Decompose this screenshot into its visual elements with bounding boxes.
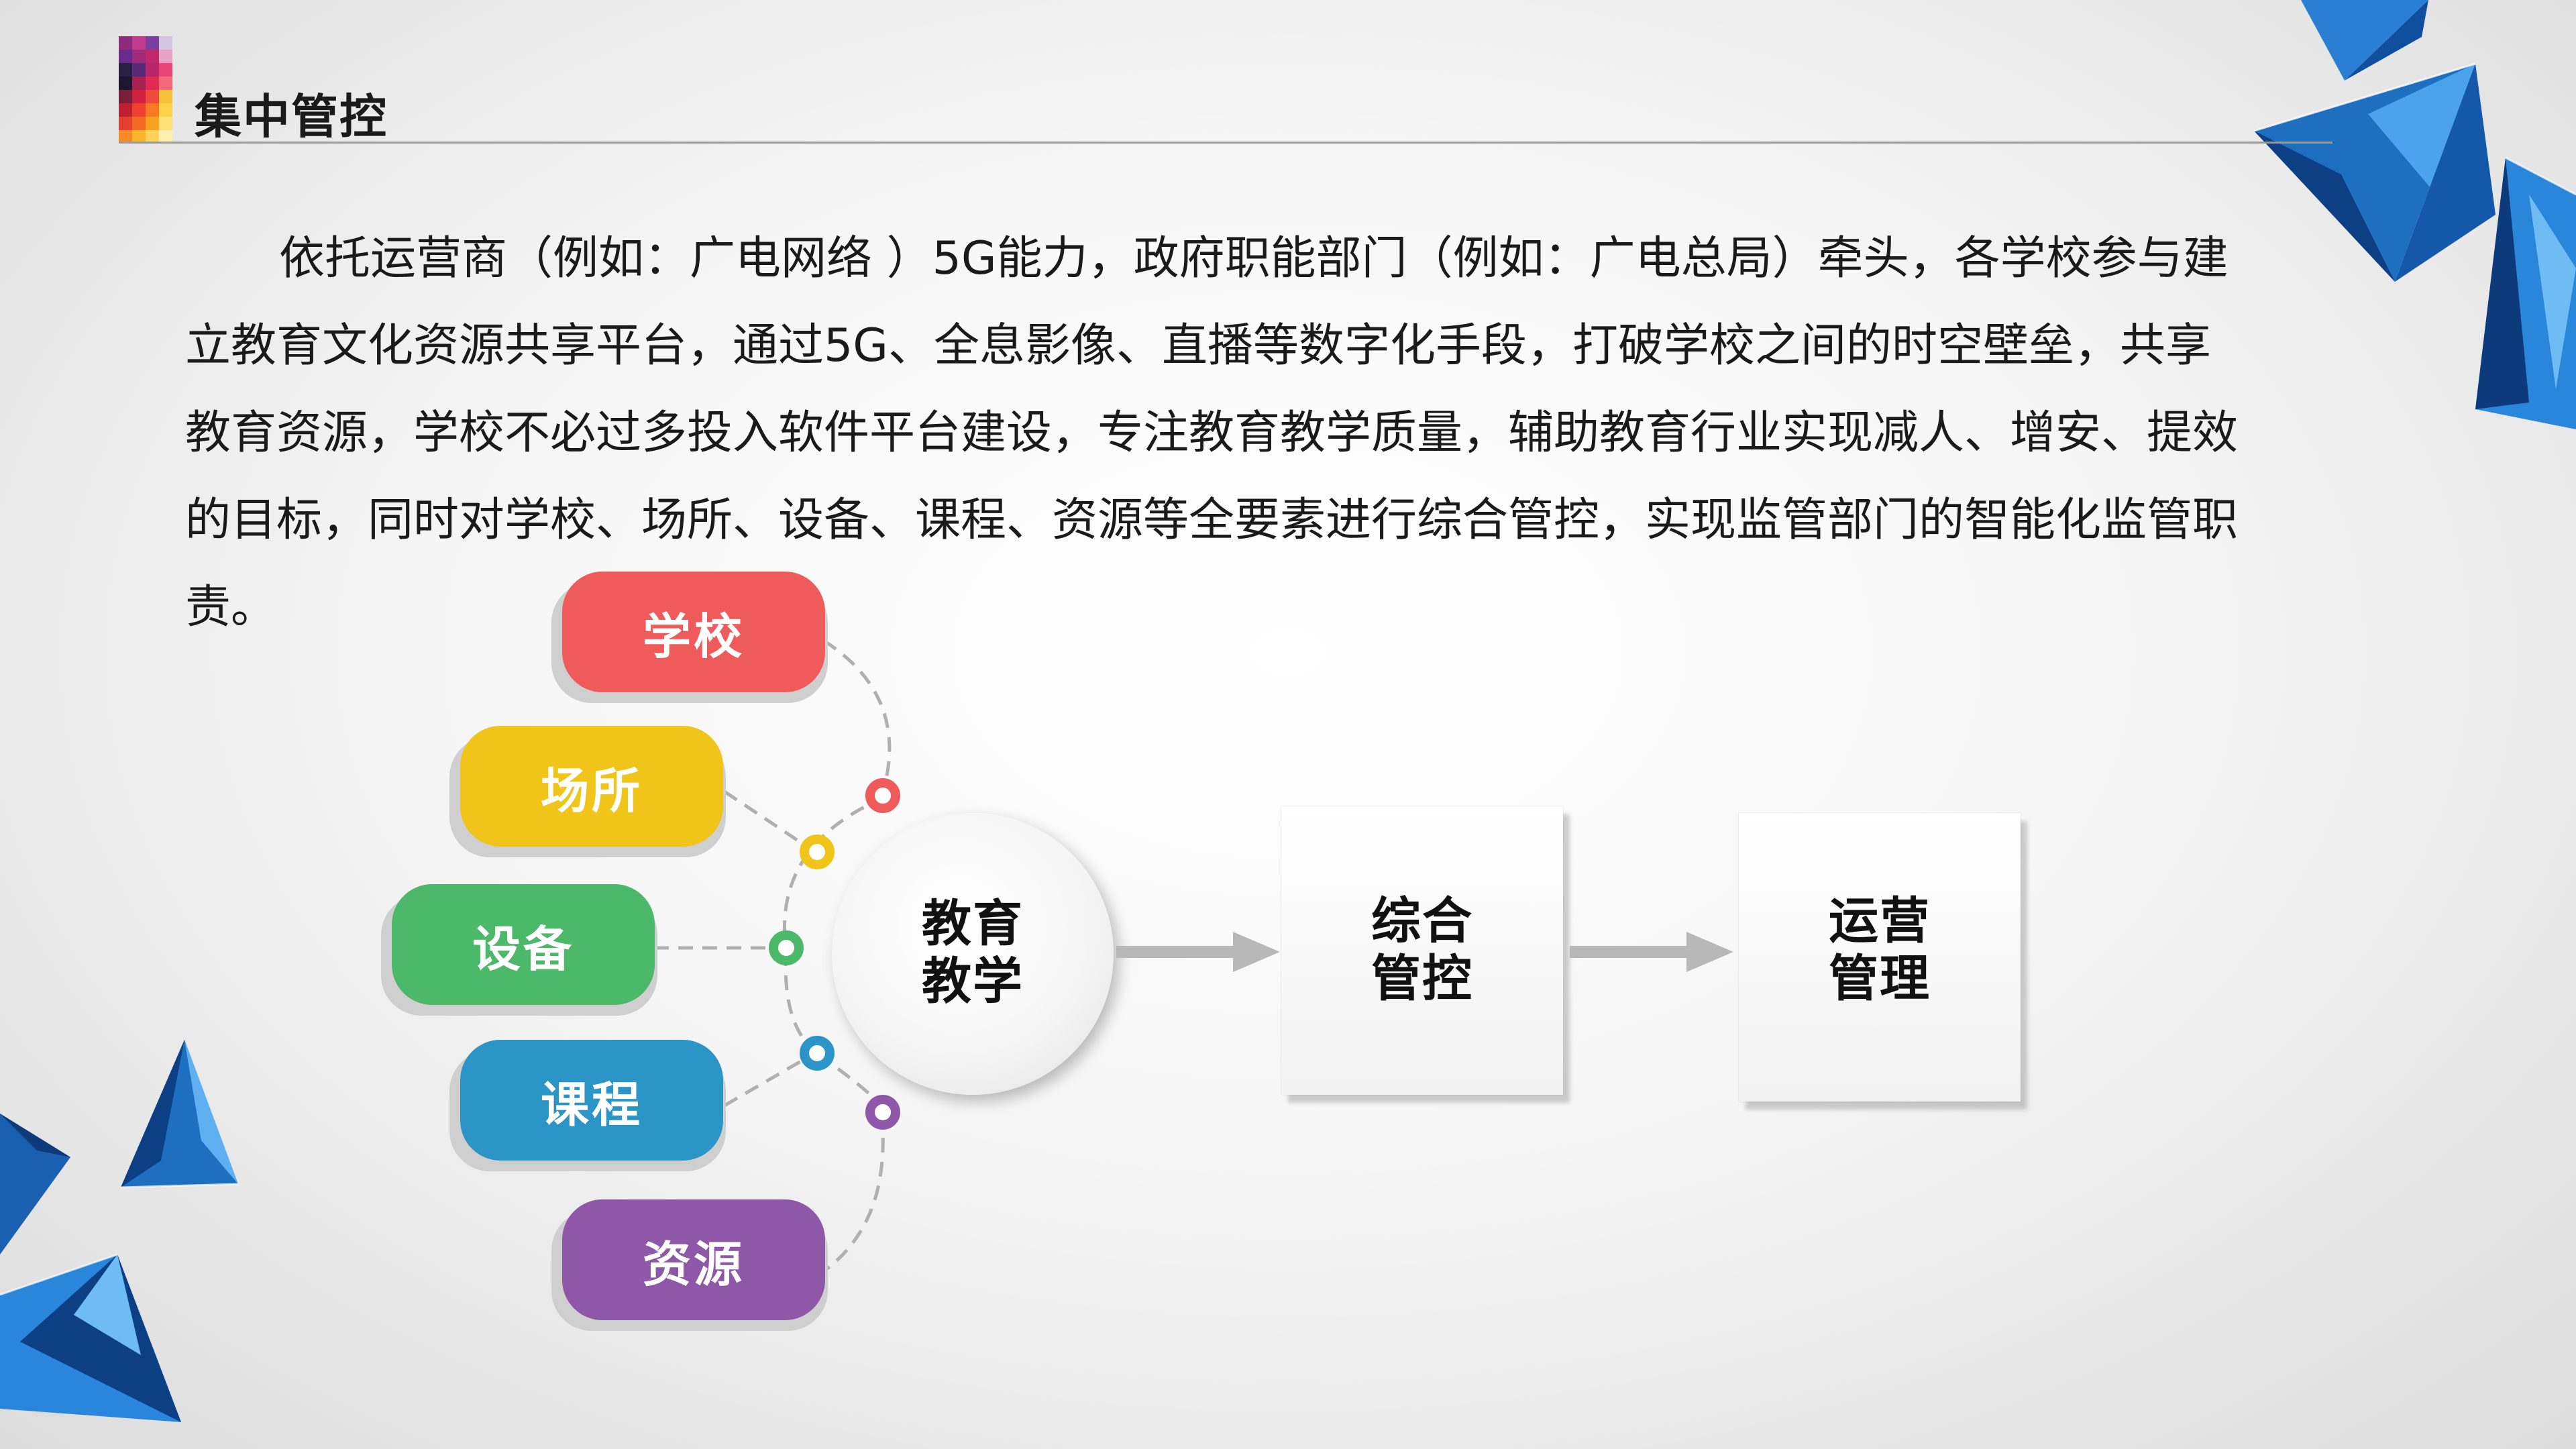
connector-ring: [865, 778, 900, 813]
paragraph-line: 的目标，同时对学校、场所、设备、课程、资源等全要素进行综合管控，实现监管部门的智…: [185, 494, 2239, 547]
decorative-triangles-top-right: [2253, 0, 2576, 429]
step-box-line: 综合: [1371, 892, 1473, 950]
center-node-line: 教学: [922, 953, 1024, 1010]
pill-label: 设备: [472, 920, 574, 977]
connector-ring: [800, 835, 835, 869]
pill-label: 课程: [540, 1076, 643, 1133]
decorative-triangles-bottom-left: [0, 1040, 239, 1422]
paragraph-line: 立教育文化资源共享平台，通过5G、全息影像、直播等数字化手段，打破学校之间的时空…: [185, 319, 2211, 372]
pill-label: 场所: [540, 762, 643, 819]
element-pill-equipment: 设备: [392, 884, 655, 1005]
pill-label: 资源: [642, 1236, 745, 1293]
paragraph-line: 责。: [185, 581, 277, 634]
connector-ring: [865, 1095, 900, 1130]
connector-arc: [822, 1113, 885, 1273]
connector-arc: [822, 639, 892, 798]
element-pill-course: 课程: [460, 1040, 723, 1161]
center-node-label: 教育 教学: [832, 895, 1114, 1010]
flow-arrow-head: [1233, 932, 1280, 972]
element-pill-venue: 场所: [460, 726, 723, 847]
step-box-operations-management: [1739, 813, 2021, 1102]
step-box-label: 运营 管理: [1739, 892, 2021, 1008]
element-pill-resource: 资源: [562, 1199, 825, 1320]
element-pill-school: 学校: [562, 572, 825, 692]
step-box-label: 综合 管控: [1281, 892, 1563, 1008]
step-box-integrated-control: [1281, 806, 1563, 1095]
step-box-line: 管控: [1371, 950, 1473, 1008]
flow-arrow-head: [1686, 932, 1733, 972]
paragraph-line: 教育资源，学校不必过多投入软件平台建设，专注教育教学质量，辅助教育行业实现减人、…: [185, 407, 2239, 460]
flow-arrow-shaft: [1116, 946, 1237, 958]
flow-arrow-shaft: [1570, 946, 1690, 958]
title-divider: [119, 142, 2332, 144]
step-box-line: 运营: [1829, 892, 1931, 950]
page-title: 集中管控: [195, 89, 388, 144]
connector-ring: [769, 930, 804, 965]
pixel-mosaic-logo: [119, 36, 172, 142]
pill-label: 学校: [642, 608, 745, 665]
center-node-line: 教育: [922, 895, 1024, 953]
center-node-education: [832, 813, 1114, 1095]
paragraph-line: 依托运营商（例如：广电网络 ）5G能力，政府职能部门（例如：广电总局）牵头，各学…: [279, 232, 2229, 285]
step-box-line: 管理: [1829, 950, 1931, 1008]
connector-ring: [800, 1036, 835, 1071]
